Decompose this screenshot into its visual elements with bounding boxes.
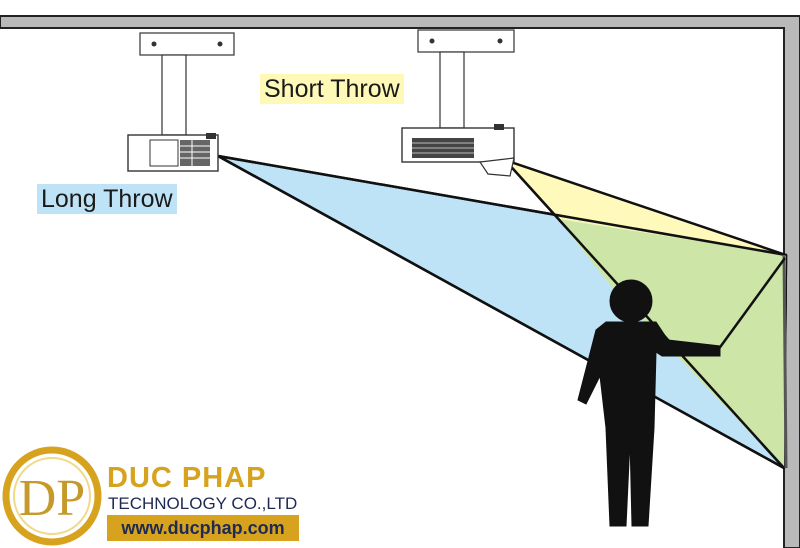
- company-subtitle: TECHNOLOGY CO.,LTD: [108, 494, 298, 513]
- company-name: DUC PHAP: [107, 462, 267, 494]
- short-throw-projector: [401, 29, 515, 177]
- long-throw-label: Long Throw: [37, 184, 177, 214]
- company-logo-emblem: DP: [2, 446, 102, 546]
- presenter-silhouette: [577, 257, 787, 527]
- company-website: www.ducphap.com: [107, 515, 299, 541]
- logo-monogram: DP: [19, 470, 85, 527]
- long-throw-projector: [127, 32, 235, 172]
- short-throw-label: Short Throw: [260, 74, 404, 104]
